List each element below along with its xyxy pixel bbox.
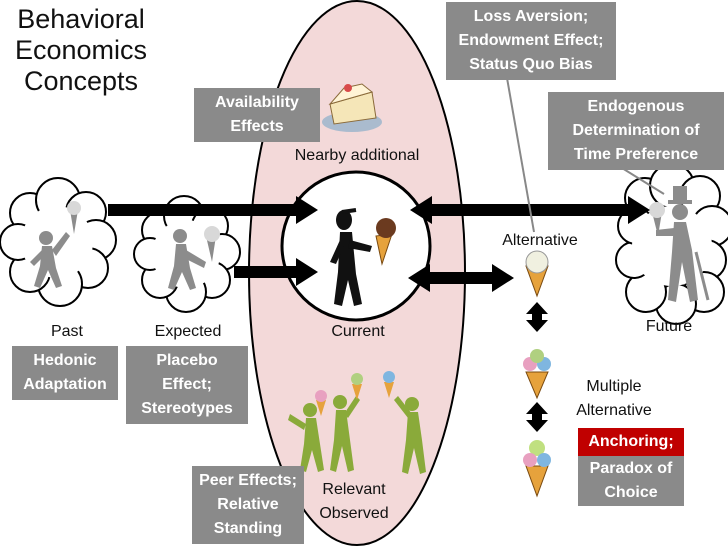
past-label: Past <box>50 323 83 340</box>
ice-cream-icon <box>525 250 549 298</box>
relevant-label: Relevant <box>322 481 386 498</box>
current-label: Current <box>331 323 385 340</box>
multiple-label: Multiple <box>586 378 642 395</box>
peer-figures-icon <box>288 395 426 474</box>
updown-arrow-1 <box>526 302 548 332</box>
observed-label: Observed <box>319 505 389 522</box>
past-figure-icon <box>30 201 81 288</box>
multiple-alternative-label: Alternative <box>576 402 652 419</box>
current-figure-icon <box>330 208 396 306</box>
past-to-current-arrow <box>108 196 318 224</box>
future-cloud <box>615 163 728 325</box>
expected-label: Expected <box>154 323 222 340</box>
nearby-label: Nearby additional <box>294 147 420 164</box>
updown-arrow-2 <box>526 402 548 432</box>
many-ice-cream-icon <box>523 440 551 498</box>
expected-to-current-arrow <box>234 258 318 286</box>
alternative-label: Alternative <box>502 232 578 249</box>
loss-aversion-box: Loss Aversion;Endowment Effect;Status Qu… <box>446 2 616 80</box>
peer-cones-icon <box>315 371 395 416</box>
expected-cloud <box>133 195 241 313</box>
cake-icon <box>322 83 382 132</box>
diagram-title: Behavioral Economics Concepts <box>14 4 148 96</box>
loss-aversion-callout-line <box>506 77 535 233</box>
future-figure-icon <box>649 186 710 302</box>
current-alternative-arrow <box>408 264 514 292</box>
endogenous-callout-line <box>621 167 665 195</box>
multi-ice-cream-icon <box>523 349 551 400</box>
future-label: Future <box>645 318 693 335</box>
anchoring-box: Anchoring; <box>578 428 684 456</box>
expected-figure-icon <box>168 226 220 290</box>
